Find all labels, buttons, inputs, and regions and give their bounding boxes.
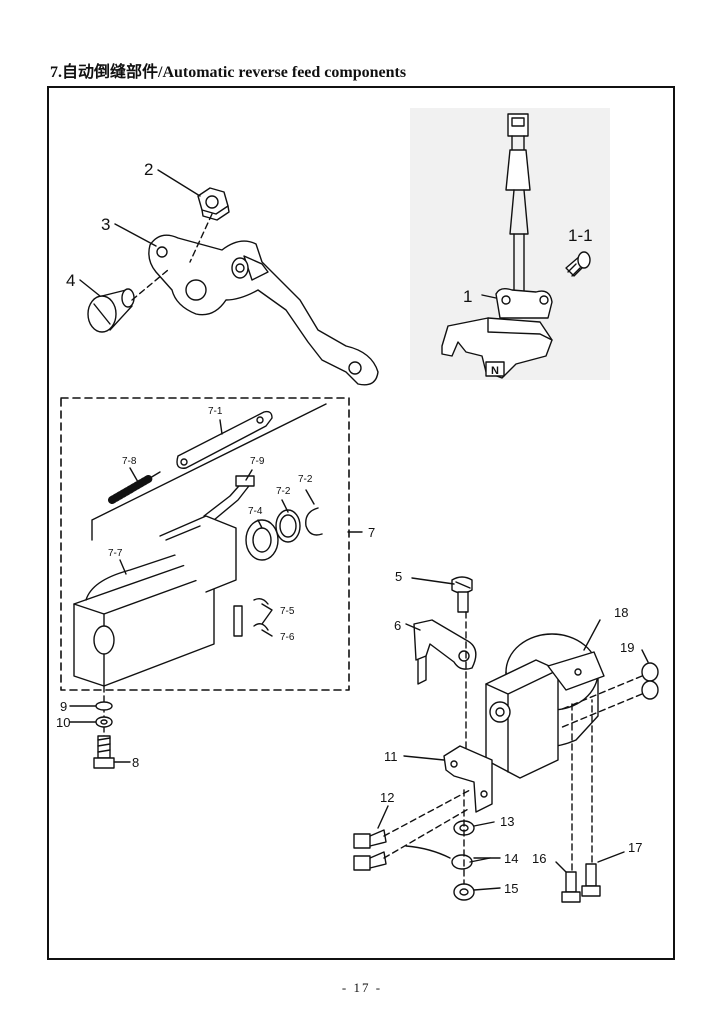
callout-labels: 2 3 4 1 1-1 7-1 7-8 7-9 7-2 7-2 7-4 7-7 …: [56, 160, 642, 896]
callout-7-4: 7-4: [248, 506, 263, 517]
callout-17: 17: [628, 840, 642, 855]
part-screw-4: [87, 288, 135, 333]
callout-1-1: 1-1: [568, 226, 593, 245]
callout-2: 2: [144, 160, 153, 179]
callout-5: 5: [395, 569, 402, 584]
part-nut-2: [197, 187, 230, 221]
callout-10: 10: [56, 715, 70, 730]
page-number: - 17 -: [341, 980, 383, 995]
callout-7-2-right: 7-2: [298, 474, 313, 485]
sensor-rod-assembly: [410, 108, 610, 380]
solenoid-assembly-7: [60, 397, 363, 691]
reverse-lever-assembly: [79, 169, 379, 386]
callout-11: 11: [384, 749, 398, 764]
callout-4: 4: [66, 271, 75, 290]
part-screw-1-1: [565, 251, 591, 277]
fasteners-8-9-10: [69, 685, 131, 769]
callout-13: 13: [500, 814, 514, 829]
callout-8: 8: [132, 755, 139, 770]
section-title: 7.自动倒缝部件/Automatic reverse feed componen…: [50, 64, 407, 81]
callout-7-7: 7-7: [108, 548, 123, 559]
nameplate-letter: N: [491, 365, 499, 377]
part-lever-3: [148, 234, 379, 386]
callout-6: 6: [394, 618, 401, 633]
callout-7-8: 7-8: [122, 456, 137, 467]
callout-12: 12: [380, 790, 394, 805]
callout-19: 19: [620, 640, 634, 655]
motor-assembly: [353, 576, 659, 903]
callout-7-5: 7-5: [280, 606, 295, 617]
diagram-frame: [47, 86, 675, 960]
callout-18: 18: [614, 605, 628, 620]
callout-1: 1: [463, 287, 472, 306]
callout-9: 9: [60, 699, 67, 714]
callout-16: 16: [532, 851, 546, 866]
callout-7-6: 7-6: [280, 632, 295, 643]
callout-14: 14: [504, 851, 518, 866]
callout-15: 15: [504, 881, 518, 896]
callout-7-2-left: 7-2: [276, 486, 291, 497]
callout-7: 7: [368, 525, 375, 540]
callout-7-1: 7-1: [208, 406, 223, 417]
callout-3: 3: [101, 215, 110, 234]
callout-7-9: 7-9: [250, 456, 265, 467]
